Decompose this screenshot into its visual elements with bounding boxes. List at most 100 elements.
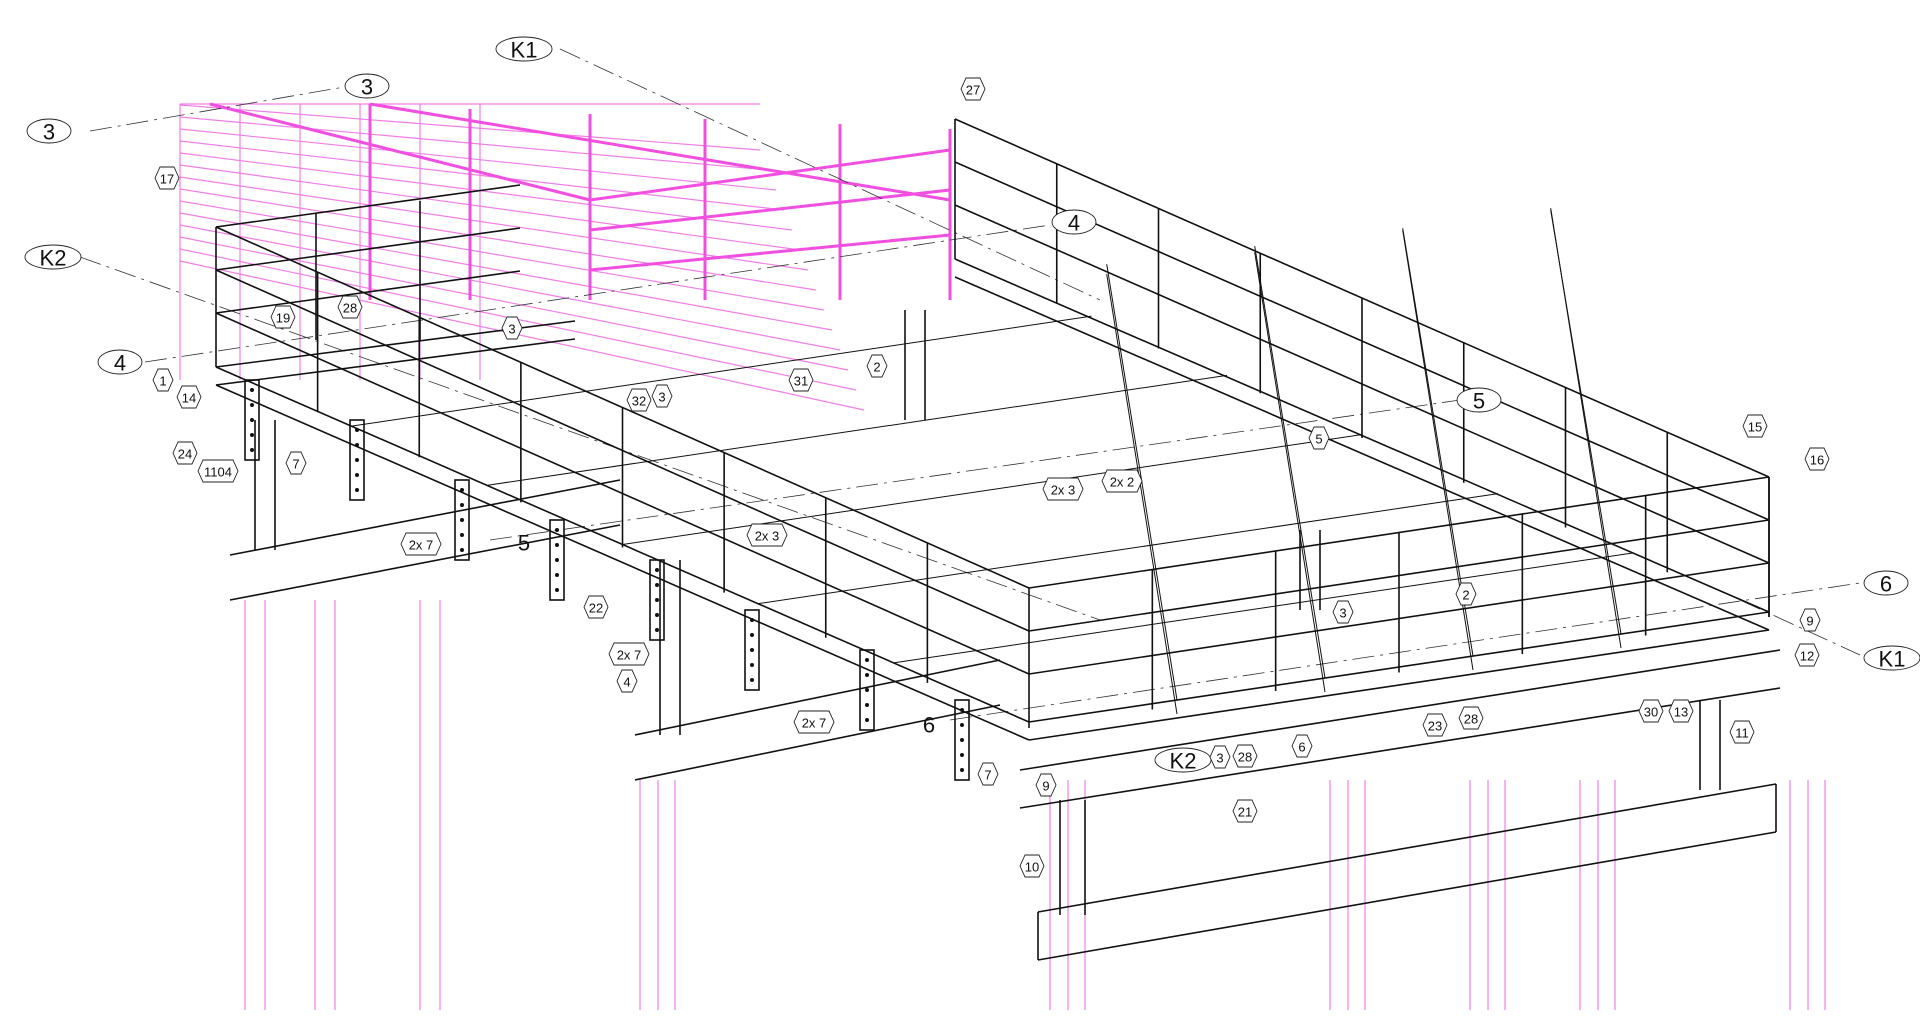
bolt bbox=[250, 388, 254, 392]
bolt bbox=[460, 518, 464, 522]
hex-tag-shape bbox=[1804, 447, 1830, 471]
existing-railing bbox=[369, 102, 951, 202]
bolt bbox=[655, 583, 659, 587]
label-text: 2x 7 bbox=[617, 648, 642, 663]
label-text: K1 bbox=[511, 38, 538, 63]
existing-structure-layer bbox=[179, 102, 1826, 1010]
axis-5 bbox=[489, 399, 1461, 541]
label-text: 7 bbox=[292, 457, 299, 472]
position-label: 15 bbox=[1742, 414, 1768, 438]
bolt bbox=[750, 678, 754, 682]
hex-tag-shape bbox=[626, 388, 652, 412]
axis-bubble-shape bbox=[1051, 209, 1097, 235]
hex-tag-shape bbox=[1035, 773, 1057, 797]
axis-bubble-shape bbox=[1863, 570, 1909, 596]
position-label: 30 bbox=[1638, 699, 1664, 723]
edge-beam bbox=[215, 338, 576, 386]
bracket-plate bbox=[349, 419, 365, 501]
grid-axis-lines bbox=[79, 48, 1861, 721]
bolt bbox=[960, 723, 964, 727]
existing-railing bbox=[209, 102, 591, 202]
hex-tag-shape bbox=[583, 595, 609, 619]
label-text: K2 bbox=[40, 246, 67, 271]
label-text: 5 bbox=[518, 531, 530, 556]
position-label: 4 bbox=[616, 669, 638, 693]
hex-tag-shape bbox=[501, 316, 523, 340]
hex-tag-shape bbox=[1729, 720, 1755, 744]
label-text: 2x 3 bbox=[1051, 483, 1076, 498]
label-text: 31 bbox=[794, 374, 808, 389]
label-text: 4 bbox=[623, 675, 630, 690]
hex-tag-shape bbox=[1638, 699, 1664, 723]
hex-tag-shape bbox=[1455, 582, 1477, 606]
position-label: 24 bbox=[172, 441, 198, 465]
bolt bbox=[750, 648, 754, 652]
bottom-girder bbox=[1037, 831, 1777, 961]
position-label: 1 bbox=[152, 368, 174, 392]
position-label: 10 bbox=[1019, 854, 1045, 878]
axis-6 bbox=[949, 582, 1861, 721]
bolt bbox=[655, 568, 659, 572]
existing-railing bbox=[589, 188, 951, 232]
bolt bbox=[460, 533, 464, 537]
bolt bbox=[960, 768, 964, 772]
position-label: 27 bbox=[960, 77, 986, 101]
position-label: 28 bbox=[1232, 744, 1258, 768]
hex-tag-shape bbox=[866, 354, 888, 378]
position-label: 2x 7 bbox=[608, 642, 650, 666]
label-text: 32 bbox=[632, 394, 646, 409]
position-label: 4 bbox=[97, 349, 143, 376]
axis-k2 bbox=[79, 256, 1101, 621]
axis-4 bbox=[144, 224, 1051, 363]
existing-beam bbox=[179, 164, 801, 251]
label-text: 2x 3 bbox=[755, 529, 780, 544]
position-label: 17 bbox=[154, 166, 180, 190]
label-text: 9 bbox=[1806, 614, 1813, 629]
hex-tag-shape bbox=[1101, 469, 1143, 493]
girder bbox=[229, 479, 621, 556]
bolt bbox=[750, 633, 754, 637]
bolt bbox=[865, 718, 869, 722]
edge-beam bbox=[1028, 629, 1770, 741]
bracket-plate bbox=[454, 479, 470, 561]
bolt bbox=[750, 663, 754, 667]
edge-beam bbox=[954, 276, 1770, 631]
label-text: 3 bbox=[1216, 751, 1223, 766]
label-text: K2 bbox=[1170, 749, 1197, 774]
position-label: 2 bbox=[1455, 582, 1477, 606]
bolt bbox=[750, 618, 754, 622]
bolt bbox=[865, 658, 869, 662]
left-railing bbox=[215, 184, 521, 228]
axis-bubble-shape bbox=[344, 73, 390, 99]
position-label: 2x 7 bbox=[400, 532, 442, 556]
hex-tag-shape bbox=[1668, 699, 1694, 723]
bolt bbox=[355, 488, 359, 492]
position-label: 3 bbox=[1209, 745, 1231, 769]
position-label: 31 bbox=[788, 368, 814, 392]
label-text: 3 bbox=[1339, 606, 1346, 621]
bolt bbox=[250, 433, 254, 437]
label-text: 5 bbox=[1315, 432, 1322, 447]
position-label: 3 bbox=[26, 118, 72, 145]
position-label: 3 bbox=[501, 316, 523, 340]
label-text: 30 bbox=[1644, 705, 1658, 720]
position-label: 13 bbox=[1668, 699, 1694, 723]
label-text: 11 bbox=[1735, 726, 1749, 741]
longitudinal-beam bbox=[1254, 246, 1326, 679]
bolt bbox=[460, 503, 464, 507]
label-text: 28 bbox=[1464, 712, 1478, 727]
bolt bbox=[460, 488, 464, 492]
position-label: 3 bbox=[651, 384, 673, 408]
position-label: 19 bbox=[270, 305, 296, 329]
hex-tag-shape bbox=[1422, 713, 1448, 737]
label-text: 4 bbox=[1068, 211, 1080, 236]
hex-tag-shape bbox=[1291, 734, 1313, 758]
label-text: 3 bbox=[658, 390, 665, 405]
label-text: 15 bbox=[1748, 420, 1762, 435]
hex-tag-shape bbox=[651, 384, 673, 408]
position-label: 2x 3 bbox=[746, 523, 788, 547]
bolt bbox=[655, 628, 659, 632]
label-text: 28 bbox=[343, 301, 357, 316]
axis-k1b bbox=[1739, 599, 1861, 656]
